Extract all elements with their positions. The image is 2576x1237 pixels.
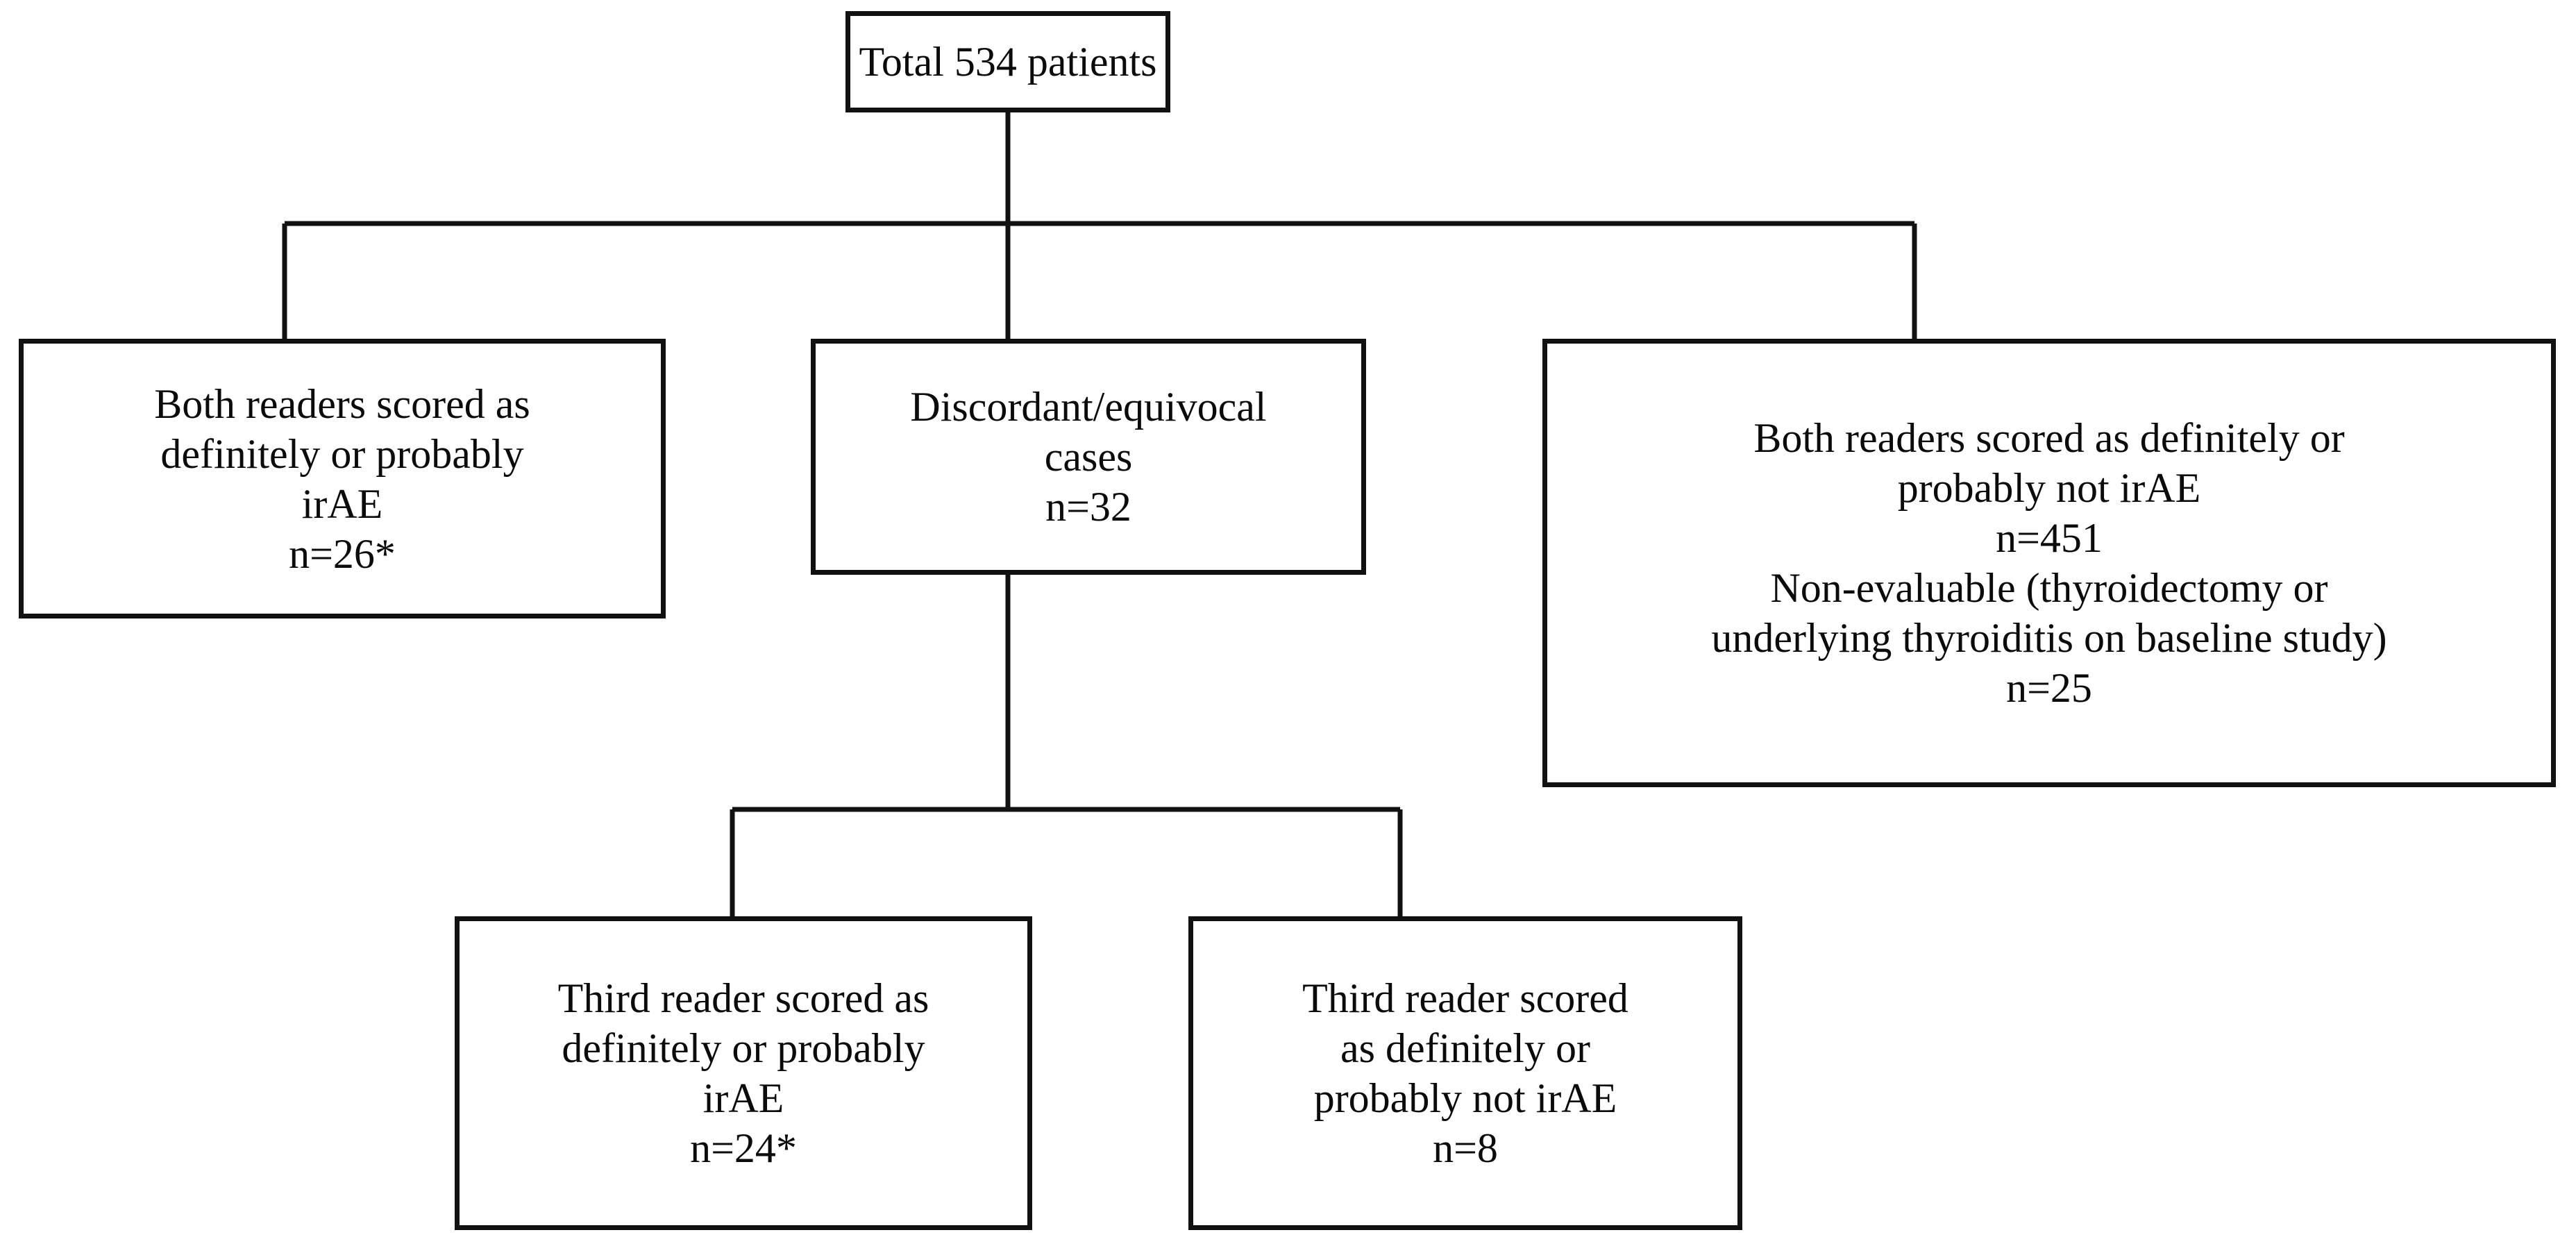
node-non-evaluable-line-2: underlying thyroiditis on baseline study… [1711, 615, 2387, 661]
node-third-reader-irae: Third reader scored as definitely or pro… [455, 916, 1032, 1230]
node-total-line-1: Total 534 patients [859, 39, 1157, 85]
node-third-reader-not-irae-line-2: as definitely or [1340, 1025, 1590, 1071]
node-third-reader-irae-line-2: definitely or probably [562, 1025, 925, 1071]
node-third-reader-irae-line-1: Third reader scored as [557, 975, 929, 1021]
node-both-readers-irae: Both readers scored as definitely or pro… [19, 339, 666, 618]
node-both-readers-not-irae-line-2: probably not irAE [1897, 465, 2201, 511]
node-both-readers-irae-line-3: irAE [301, 480, 383, 527]
node-third-reader-not-irae-line-1: Third reader scored [1302, 975, 1628, 1021]
node-discordant-line-2: cases [1044, 434, 1133, 480]
node-third-reader-irae-line-3: irAE [702, 1075, 784, 1121]
node-both-readers-irae-line-1: Both readers scored as [154, 380, 530, 427]
node-third-reader-not-irae-line-3: probably not irAE [1313, 1075, 1617, 1121]
node-third-reader-not-irae-count: n=8 [1433, 1125, 1498, 1171]
node-both-readers-irae-count: n=26* [289, 530, 396, 577]
node-third-reader-irae-count: n=24* [690, 1125, 797, 1171]
node-third-reader-not-irae: Third reader scored as definitely or pro… [1188, 916, 1742, 1230]
node-total-patients: Total 534 patients [845, 11, 1170, 112]
node-discordant-line-1: Discordant/equivocal [910, 384, 1267, 430]
node-both-readers-not-irae-line-1: Both readers scored as definitely or [1753, 415, 2345, 461]
node-discordant-equivocal: Discordant/equivocal cases n=32 [811, 339, 1366, 575]
node-non-evaluable-line-1: Non-evaluable (thyroidectomy or [1770, 565, 2328, 611]
node-discordant-count: n=32 [1045, 484, 1131, 530]
node-both-readers-irae-line-2: definitely or probably [160, 430, 524, 477]
node-both-readers-not-irae: Both readers scored as definitely or pro… [1542, 339, 2556, 787]
node-non-evaluable-count: n=25 [2006, 665, 2092, 711]
node-both-readers-not-irae-count: n=451 [1996, 515, 2103, 561]
